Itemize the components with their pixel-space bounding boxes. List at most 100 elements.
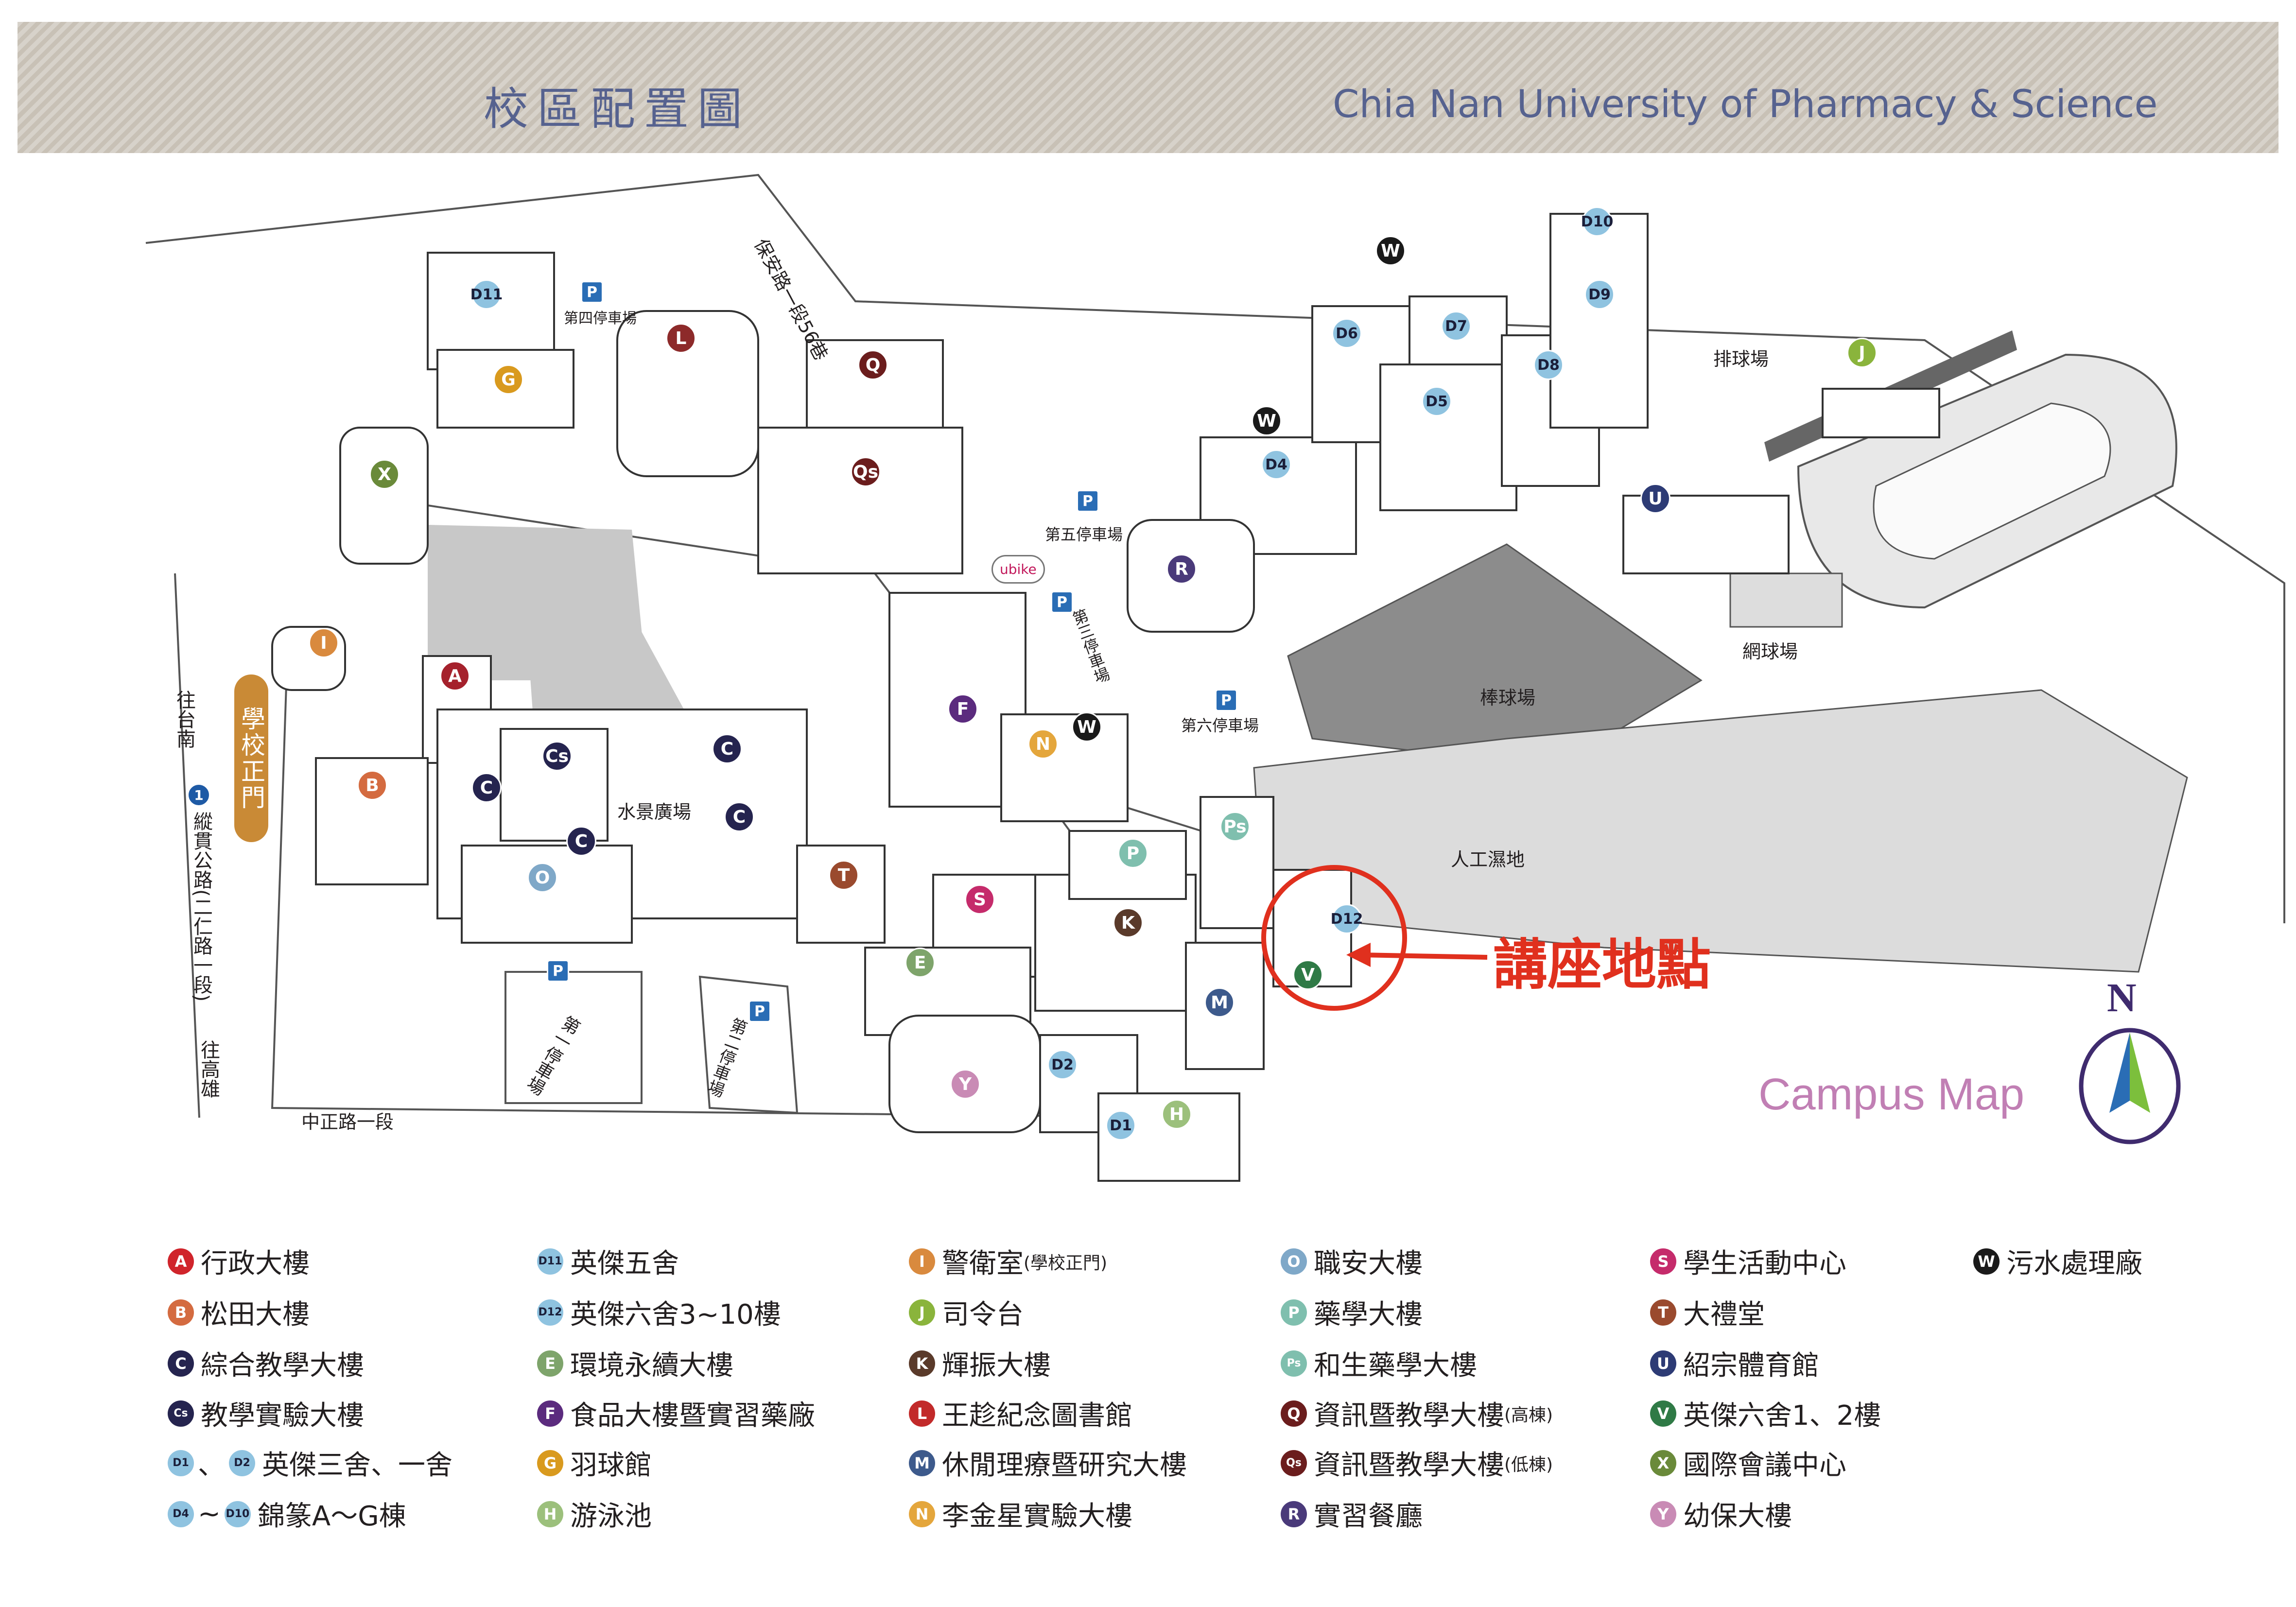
header-banner	[17, 22, 2279, 153]
legend-marker: E	[537, 1350, 563, 1377]
ubike-station: ubike	[991, 555, 1045, 584]
legend-joiner: ~	[198, 1498, 221, 1530]
legend-note: (高棟)	[1504, 1405, 1553, 1425]
legend-marker: J	[909, 1299, 935, 1326]
legend-label: 王趁紀念圖書館	[942, 1400, 1132, 1432]
legend-label: 幼保大樓	[1683, 1501, 1792, 1532]
legend-note: (學校正門)	[1024, 1253, 1108, 1273]
legend-marker: R	[1281, 1501, 1307, 1527]
legend-label: 游泳池	[570, 1501, 652, 1532]
parking-1-icon: P	[547, 960, 569, 982]
campus-map-label: Campus Map	[1758, 1070, 2025, 1119]
road-zhongzheng-label: 中正路一段	[301, 1111, 394, 1133]
legend-marker: W	[1973, 1248, 2000, 1275]
legend-marker: D11	[537, 1248, 563, 1275]
marker-c: C	[724, 802, 754, 832]
marker-d10: D10	[1581, 207, 1613, 237]
legend-label: 國際會議中心	[1683, 1450, 1846, 1481]
legend-marker: K	[909, 1350, 935, 1377]
legend-marker: D12	[537, 1299, 563, 1326]
legend-marker: F	[537, 1400, 563, 1427]
to-tainan-label: 往台南	[173, 690, 195, 748]
legend-marker: D4	[168, 1501, 194, 1527]
legend-label: 教學實驗大樓	[201, 1400, 364, 1432]
legend-label: 環境永續大樓	[570, 1350, 733, 1382]
road-main	[174, 573, 200, 1118]
legend-item-o: O 職安大樓	[1281, 1242, 1423, 1281]
marker-l: L	[666, 323, 696, 353]
volleyball-label: 排球場	[1713, 348, 1769, 370]
parking-6-icon: P	[1215, 689, 1237, 711]
legend-marker: X	[1650, 1450, 1676, 1476]
lecture-venue-label: 講座地點	[1493, 933, 1711, 997]
page-subtitle: Chia Nan University of Pharmacy & Scienc…	[1333, 83, 2158, 126]
legend-marker: I	[909, 1248, 935, 1275]
parking-4-icon: P	[581, 281, 603, 303]
legend-marker: D1	[168, 1450, 194, 1476]
legend-item-cs: Cs 教學實驗大樓	[168, 1394, 364, 1433]
marker-f: F	[948, 694, 978, 724]
legend-marker: H	[537, 1501, 563, 1527]
marker-b: B	[357, 770, 387, 800]
legend-marker: U	[1650, 1350, 1676, 1377]
legend-marker: D2	[229, 1450, 255, 1476]
marker-q: Q	[858, 350, 888, 380]
marker-d6: D6	[1332, 318, 1362, 348]
marker-u: U	[1640, 484, 1670, 514]
legend-marker: P	[1281, 1299, 1307, 1326]
legend-label: 資訊暨教學大樓	[1314, 1450, 1504, 1481]
baseball-label: 棒球場	[1480, 687, 1536, 708]
parking-lot-1	[504, 971, 643, 1104]
legend-label: 藥學大樓	[1314, 1299, 1423, 1331]
marker-d8: D8	[1533, 350, 1564, 380]
legend-marker: Y	[1650, 1501, 1676, 1527]
marker-d5: D5	[1422, 386, 1452, 416]
parking-2-icon: P	[748, 1000, 771, 1022]
campus-map	[145, 173, 2285, 1182]
legend-marker: Cs	[168, 1400, 194, 1427]
marker-w: W	[1072, 712, 1102, 742]
legend-label: 輝振大樓	[942, 1350, 1051, 1382]
legend-label: 英傑六舍1、2樓	[1683, 1400, 1881, 1432]
marker-ps: Ps	[1220, 812, 1250, 842]
marker-i: I	[309, 628, 339, 658]
bldg-D5	[1379, 363, 1517, 511]
legend-marker: V	[1650, 1400, 1676, 1427]
to-kaohsiung-label: 往高雄	[197, 1040, 220, 1098]
marker-k: K	[1113, 908, 1143, 938]
legend-label: 英傑六舍3~10樓	[570, 1299, 781, 1331]
legend-label: 李金星實驗大樓	[942, 1501, 1132, 1532]
parking-lot-2	[698, 975, 799, 1114]
legend-item-v: V 英傑六舍1、2樓	[1650, 1394, 1881, 1433]
legend-label: 職安大樓	[1314, 1248, 1423, 1279]
legend-label: 休閒理療暨研究大樓	[942, 1450, 1187, 1481]
legend-marker: O	[1281, 1248, 1307, 1275]
marker-a: A	[440, 661, 470, 691]
legend-joiner: 、	[198, 1450, 225, 1481]
marker-d7: D7	[1441, 311, 1471, 341]
road-main-label: 縱貫公路(二仁路一段)	[190, 812, 212, 1002]
marker-p: P	[1118, 838, 1148, 868]
marker-y: Y	[950, 1069, 980, 1099]
page-title: 校區配置圖	[484, 83, 751, 135]
track-field	[1873, 402, 2111, 560]
water-plaza-label: 水景廣場	[617, 801, 692, 823]
bldg-N	[1000, 713, 1129, 822]
legend-label: 和生藥學大樓	[1314, 1350, 1477, 1382]
legend-item-d12: D12 英傑六舍3~10樓	[537, 1293, 781, 1332]
marker-w: W	[1252, 406, 1282, 436]
legend-item-h: H 游泳池	[537, 1494, 652, 1534]
legend-marker: B	[168, 1299, 194, 1326]
marker-c: C	[566, 826, 596, 856]
legend-label: 行政大樓	[201, 1248, 310, 1279]
marker-d4: D4	[1261, 449, 1291, 480]
marker-d9: D9	[1584, 279, 1615, 310]
